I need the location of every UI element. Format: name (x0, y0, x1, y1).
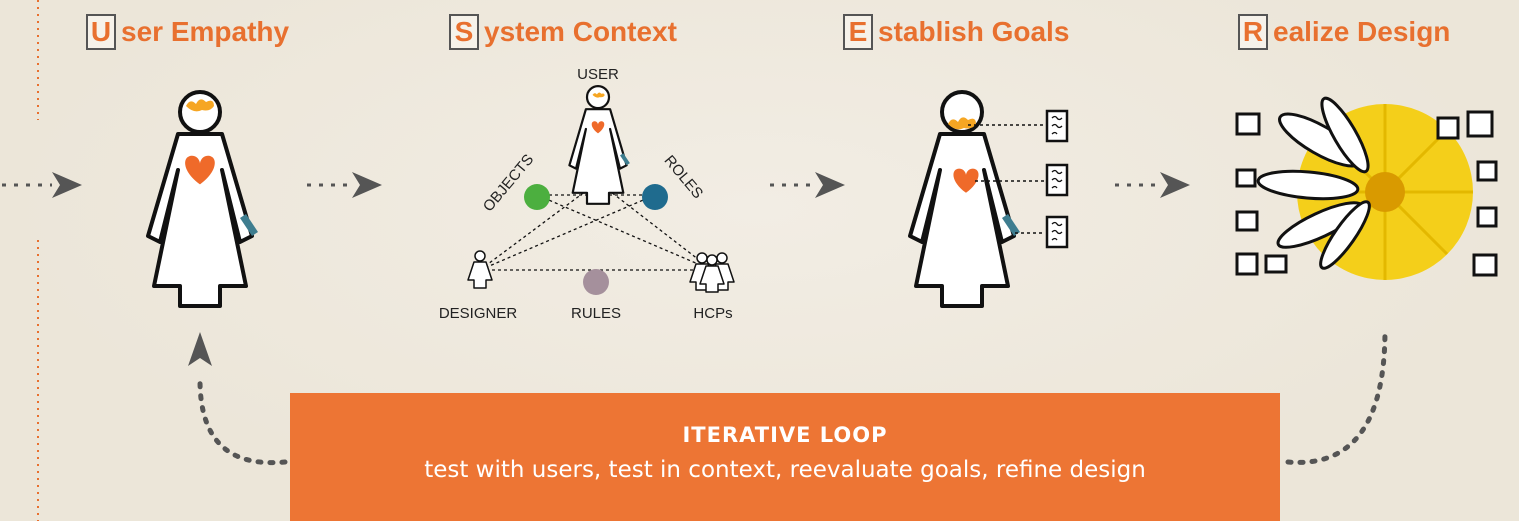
design-squares (1235, 110, 1498, 277)
note-icon (1045, 215, 1069, 249)
up-arrow-icon (188, 332, 212, 366)
roles-node (642, 184, 668, 210)
loop-subtitle: test with users, test in context, reeval… (424, 457, 1146, 483)
step-letter: R (1238, 14, 1268, 50)
hand-icon (1002, 214, 1020, 236)
note-icon (1045, 163, 1069, 197)
note-icon (1045, 109, 1069, 143)
dotted-arrow-icon (770, 172, 845, 198)
step-letter: S (449, 14, 479, 50)
iterative-loop-box: ITERATIVE LOOP test with users, test in … (290, 393, 1280, 521)
dotted-arrow-icon (307, 172, 382, 198)
loop-title: ITERATIVE LOOP (682, 423, 888, 447)
flower-image (1256, 96, 1473, 280)
group-icon (689, 252, 735, 293)
loop-left-curve (197, 377, 288, 466)
brain-icon (948, 117, 976, 130)
user-figure-icon (146, 90, 258, 308)
step-title-text: ystem Context (484, 16, 677, 47)
step-letter: U (86, 14, 116, 50)
dotted-arrow-icon (2, 172, 82, 198)
loop-right-curve (1285, 327, 1388, 465)
rules-node (583, 269, 609, 295)
step-title-text: stablish Goals (878, 16, 1070, 47)
step-letter: E (843, 14, 873, 50)
step-title-text: ealize Design (1273, 16, 1451, 47)
step-title-text: ser Empathy (121, 16, 290, 47)
goals-figure-icon (908, 90, 1020, 308)
hand-icon (240, 214, 258, 236)
rules-label: RULES (571, 305, 621, 322)
designer-label: DESIGNER (439, 305, 518, 322)
objects-node (524, 184, 550, 210)
user-label: USER (577, 66, 619, 83)
brain-icon (186, 99, 214, 112)
user-figure-icon (568, 84, 630, 205)
designer-icon (467, 250, 493, 289)
hcps-label: HCPs (693, 305, 732, 322)
dotted-arrow-icon (1115, 172, 1190, 198)
system-context-diagram: USER OBJECTS ROLES DESIGNER RULES HCPs (439, 66, 735, 322)
